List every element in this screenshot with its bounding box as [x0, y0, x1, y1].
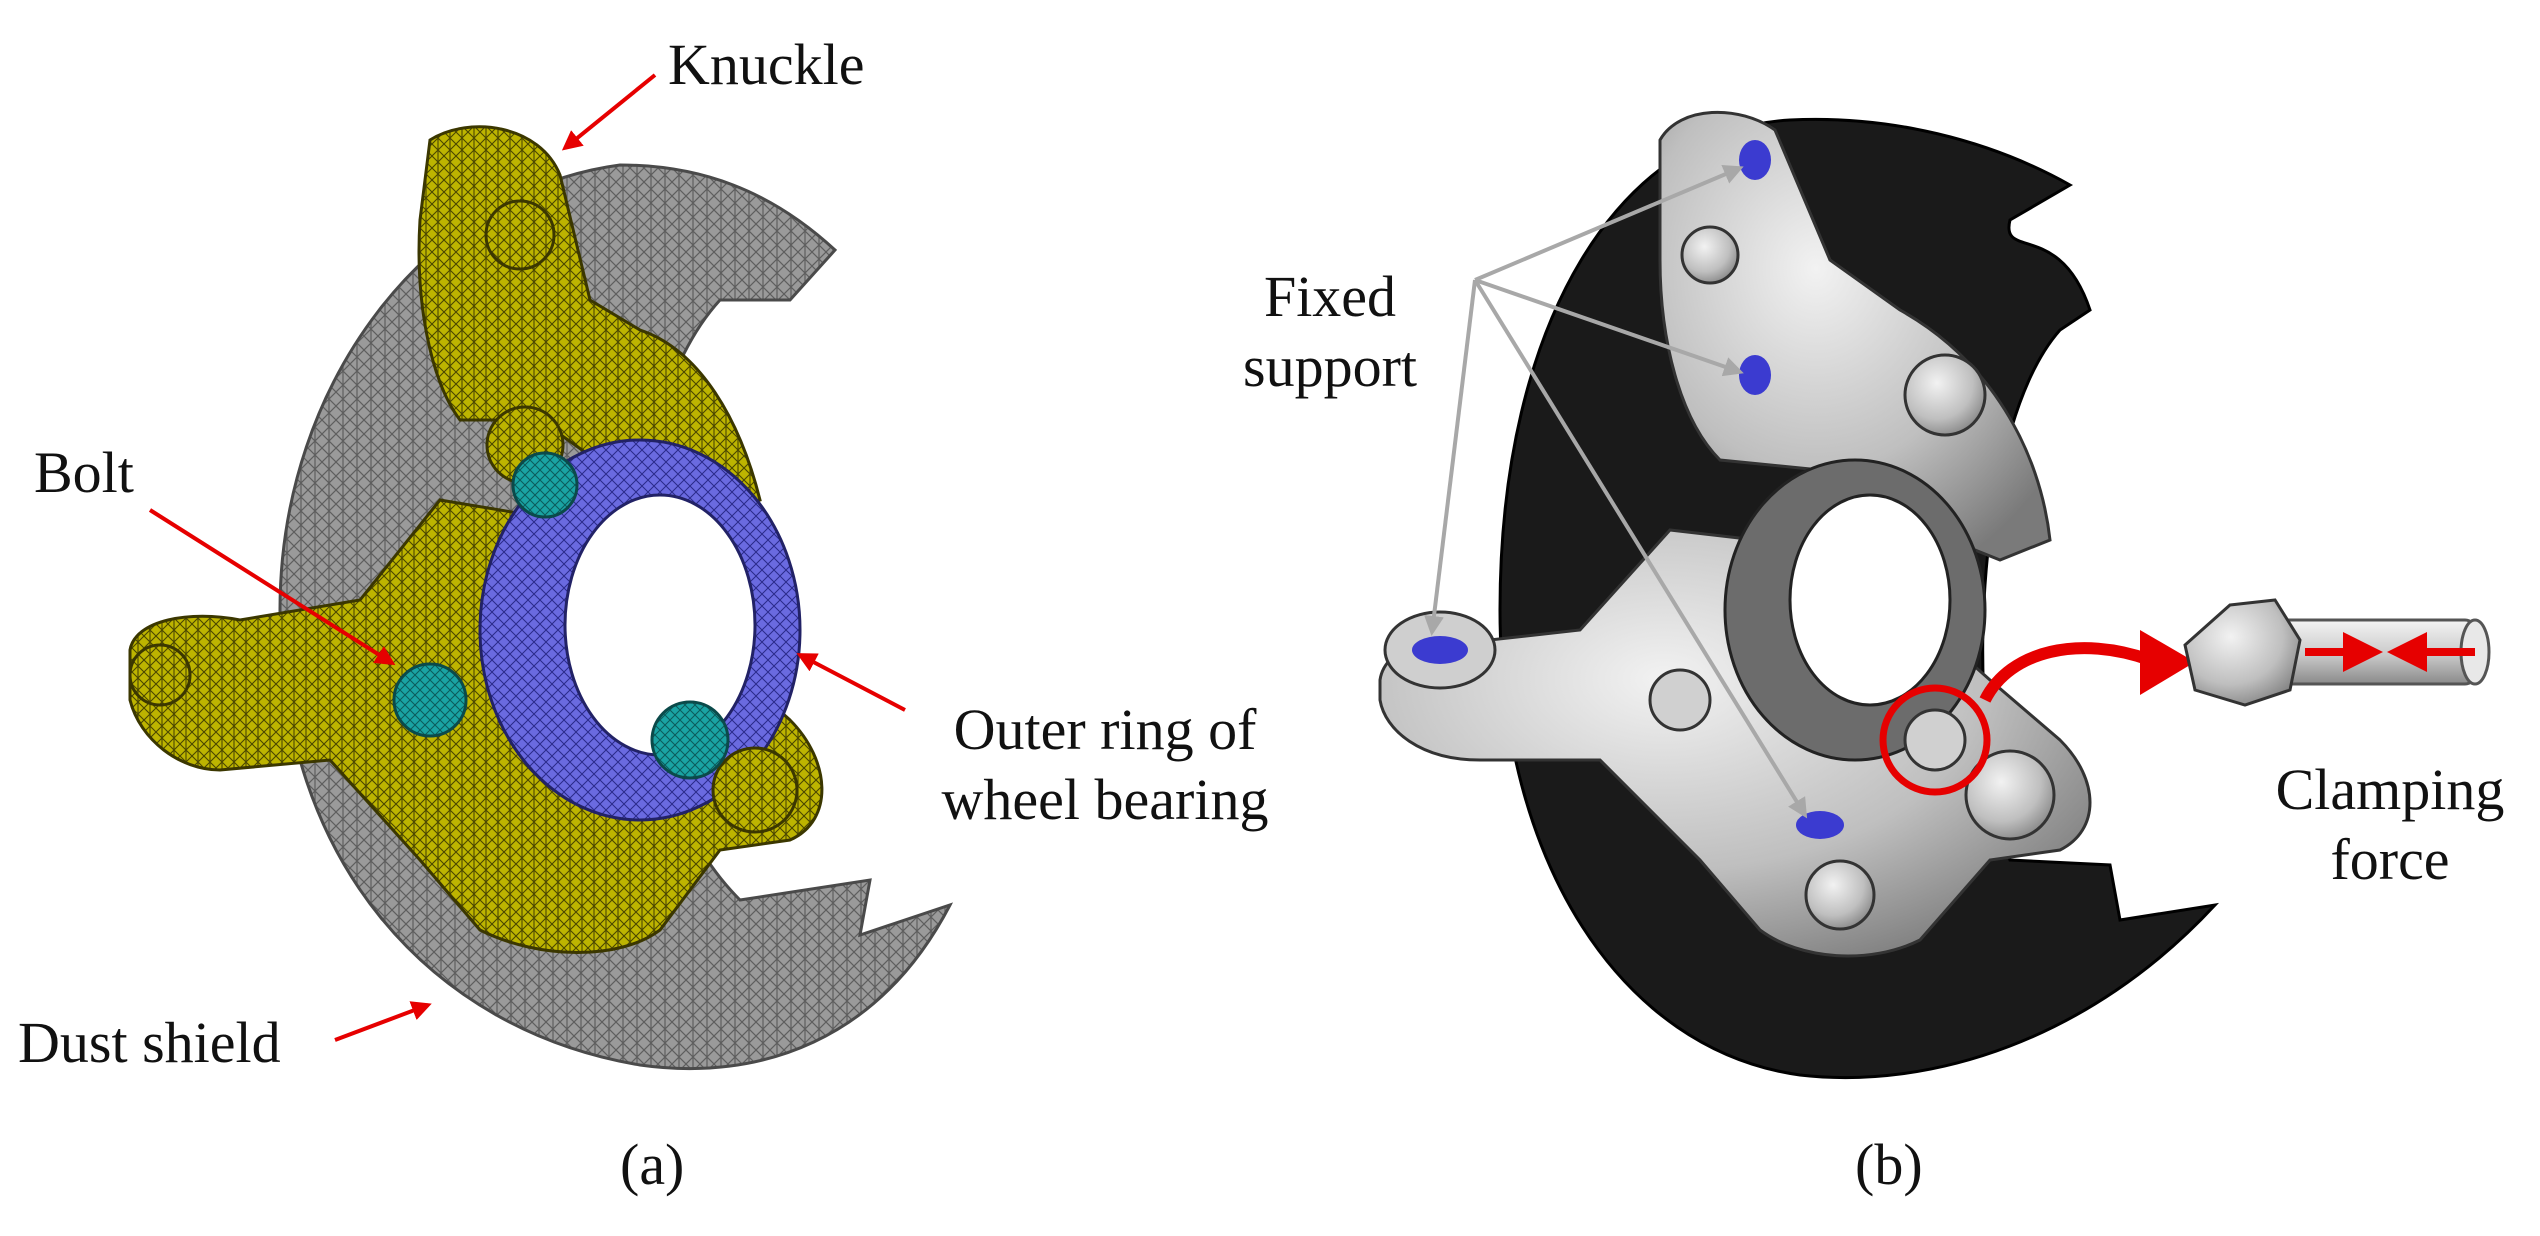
- outer-ring-label-line1: Outer ring of: [953, 697, 1257, 762]
- knuckle-boss: [128, 643, 192, 707]
- fixed-support-leader: [1474, 165, 1744, 282]
- panel-b-caption: (b): [1855, 1132, 1923, 1197]
- bolt-label: Bolt: [34, 440, 134, 505]
- clamping-force-label: Clamping force: [2250, 755, 2530, 895]
- fixed-support-label-line1: Fixed: [1263, 264, 1397, 329]
- fixed-support-label: Fixed support: [1200, 262, 1460, 402]
- clamping-force-label-line1: Clamping: [2275, 757, 2505, 822]
- bolt-head-mesh: [650, 700, 730, 780]
- clamping-force-label-line2: force: [2330, 827, 2450, 892]
- bearing-bore-shaded: [1788, 493, 1952, 707]
- panel-b-shaded-model: [1378, 110, 2220, 1079]
- knuckle-shaded-upper-arm: [1658, 110, 2052, 562]
- bolt-head-mesh: [511, 451, 579, 519]
- knuckle-boss: [484, 199, 556, 271]
- fixed-support-leader: [1474, 278, 1744, 377]
- fixed-support-label-line2: support: [1243, 334, 1417, 399]
- clamping-callout: [1879, 630, 2195, 796]
- panel-a-caption: (a): [620, 1132, 685, 1197]
- bolt-head-mesh: [392, 662, 468, 738]
- fixed-support-face: [1739, 140, 1771, 180]
- fixed-support-face: [1796, 811, 1844, 839]
- dust-shield-arrow: [334, 1001, 432, 1042]
- knuckle-boss-shaded: [1804, 859, 1876, 931]
- knuckle-boss: [711, 746, 799, 834]
- outer-ring-label: Outer ring of wheel bearing: [905, 695, 1305, 835]
- knuckle-boss-shaded: [1964, 749, 2056, 841]
- outer-ring-arrow: [796, 653, 906, 712]
- knuckle-boss-shaded: [1680, 225, 1740, 285]
- fixed-support-leaders: [1424, 165, 1808, 819]
- bolt-head-shaded: [1648, 668, 1712, 732]
- panel-a-mesh-model: [128, 125, 954, 1071]
- bolt-hex-head: [2183, 598, 2302, 707]
- outer-ring-label-line2: wheel bearing: [941, 767, 1269, 832]
- bolt-highlight-circle: [1879, 684, 1991, 796]
- clamping-callout-arrowhead: [2140, 630, 2195, 695]
- fixed-support-face: [1412, 636, 1468, 664]
- clamping-callout-arrow: [1979, 642, 2153, 703]
- panel-a-annotation-arrows: [148, 73, 906, 1042]
- knuckle-label: Knuckle: [668, 32, 865, 97]
- fixed-support-face: [1739, 355, 1771, 395]
- knuckle-arrow: [561, 73, 657, 151]
- bolt-arrow: [148, 508, 396, 666]
- knuckle-boss-shaded: [1903, 353, 1987, 437]
- fixed-support-leader: [1424, 279, 1477, 636]
- dust-shield-label: Dust shield: [18, 1010, 281, 1075]
- fixed-support-leader: [1473, 278, 1808, 819]
- bolt-head-shaded: [1903, 708, 1967, 772]
- bolt-detail: [2183, 598, 2491, 707]
